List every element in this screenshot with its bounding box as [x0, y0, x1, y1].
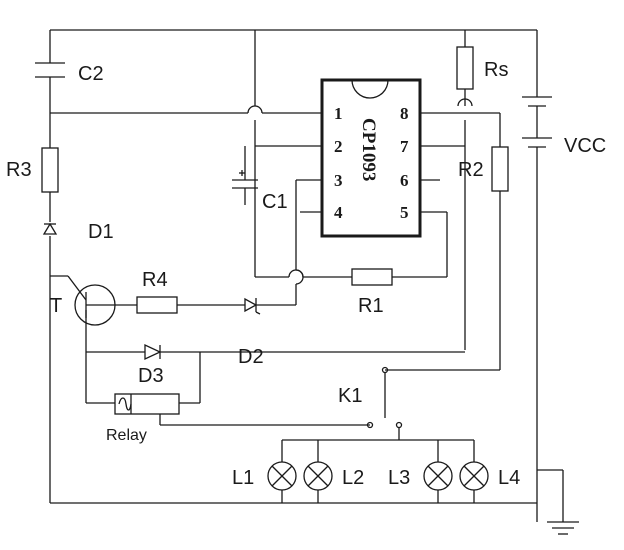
diode-d2: [144, 343, 162, 361]
pin-4-label: 4: [334, 203, 343, 222]
pin-8-label: 8: [400, 104, 409, 123]
resistor-r2: [491, 146, 509, 192]
r4-label: R4: [142, 269, 168, 291]
capacitor-c1: [232, 146, 258, 205]
crossover-pin1: [247, 105, 263, 114]
r3-label: R3: [6, 159, 32, 181]
ic-body: [320, 78, 422, 238]
pin-7-label: 7: [400, 137, 409, 156]
ic-notch: [351, 79, 389, 99]
c1-label: C1: [262, 191, 288, 213]
lamp-l4: [459, 461, 489, 491]
relay-coil: [114, 393, 180, 415]
ground-symbol: [537, 469, 579, 535]
zener-diode: [244, 297, 261, 315]
lamp-l3: [423, 461, 453, 491]
pin-1-label: 1: [334, 104, 343, 123]
pin-6-label: 6: [400, 171, 409, 190]
capacitor-c2: [35, 62, 65, 78]
lamp-l1: [267, 461, 297, 491]
k1-contact-b: [395, 421, 403, 429]
pin-2-label: 2: [334, 137, 343, 156]
chip-name: CP1093: [358, 118, 379, 181]
resistor-r3: [41, 147, 59, 193]
resistor-r4: [136, 296, 178, 314]
relay-label: Relay: [106, 427, 147, 444]
r1-label: R1: [358, 295, 384, 317]
r2-label: R2: [458, 159, 484, 181]
k1-label: K1: [338, 385, 362, 407]
k1-contact-a: [366, 421, 374, 429]
l2-label: L2: [342, 467, 364, 489]
left-rail: [49, 29, 255, 503]
l3-label: L3: [388, 467, 410, 489]
d1-label: D1: [88, 221, 114, 243]
d3-label: D3: [138, 365, 164, 387]
pin-3-label: 3: [334, 171, 343, 190]
c2-label: C2: [78, 63, 104, 85]
resistor-r1: [351, 268, 393, 286]
vcc-label: VCC: [564, 135, 606, 157]
resistor-rs: [456, 46, 474, 90]
l4-label: L4: [498, 467, 520, 489]
rs-label: Rs: [484, 59, 508, 81]
l1-label: L1: [232, 467, 254, 489]
diode-d1: [42, 222, 58, 235]
d2-label: D2: [238, 346, 264, 368]
t-label: T: [50, 295, 62, 317]
battery-vcc: [522, 30, 552, 522]
lamp-l2: [303, 461, 333, 491]
pin-5-label: 5: [400, 203, 409, 222]
